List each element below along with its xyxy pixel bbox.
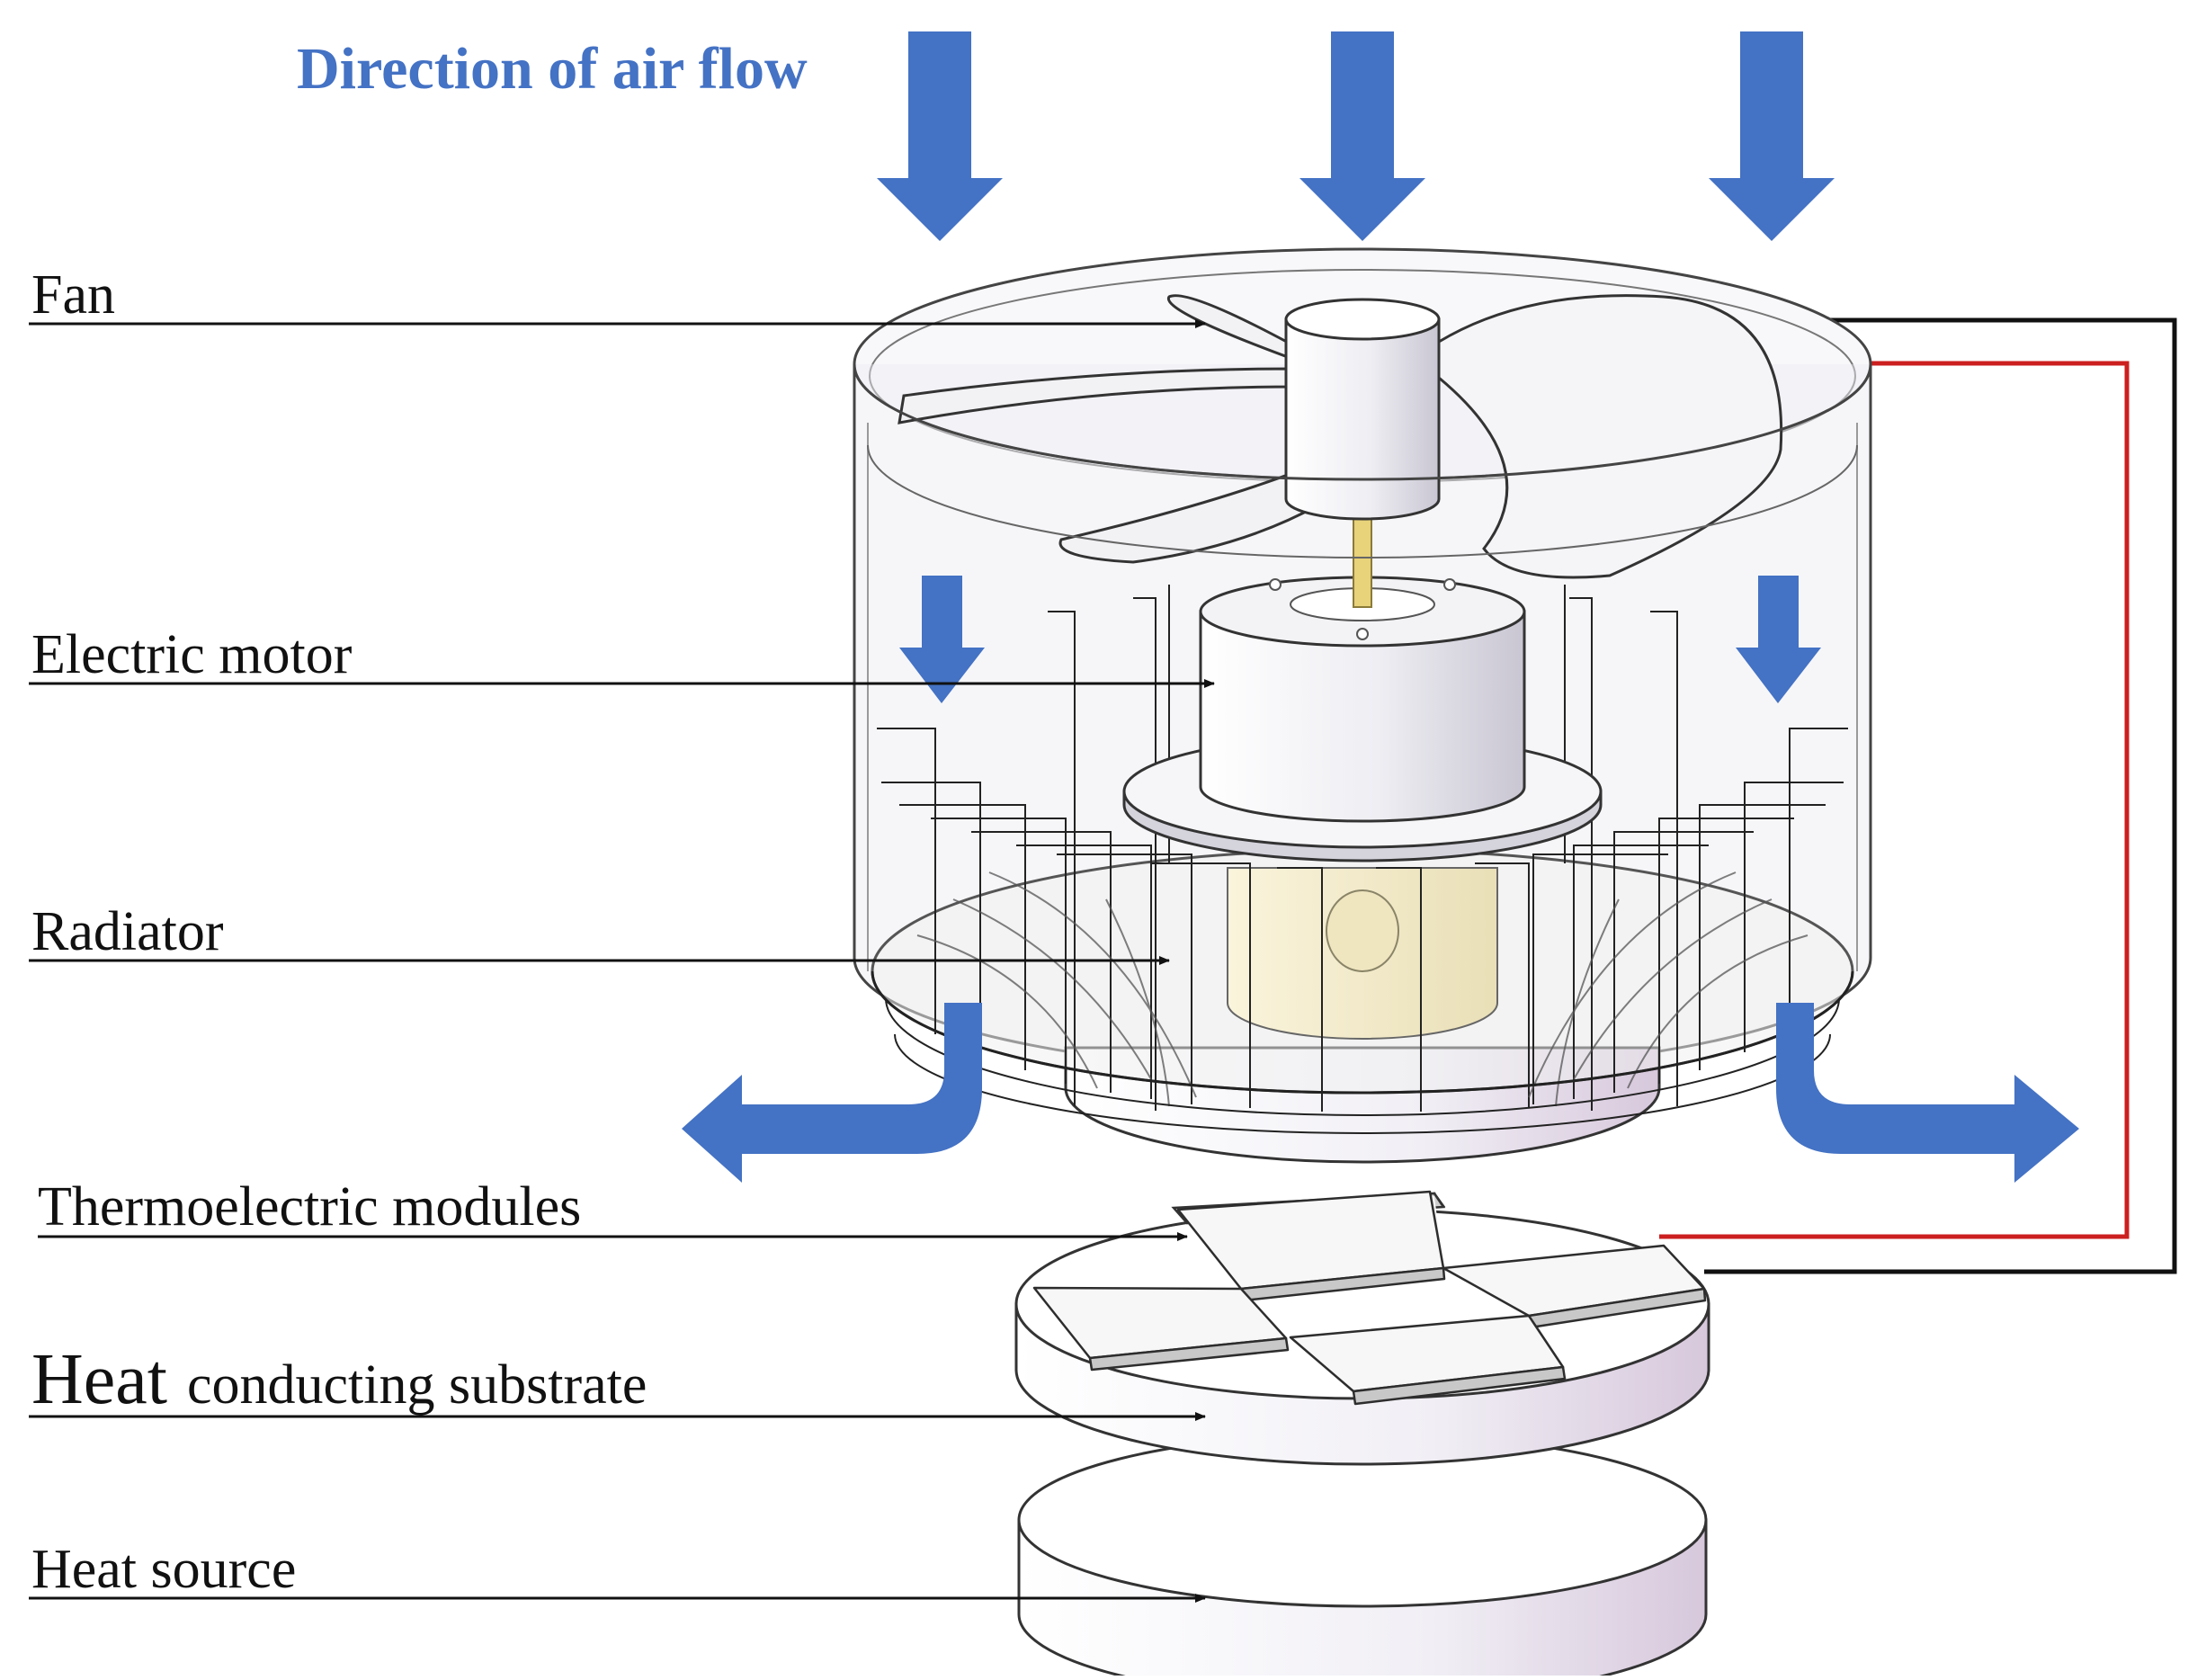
label-radiator: Radiator [31, 901, 224, 962]
radiator [871, 585, 1854, 1134]
label-thermoelectric-modules: Thermoelectric modules [38, 1176, 581, 1238]
te-module-d-edge [1352, 1365, 1567, 1406]
down-arrow-icon [899, 576, 985, 703]
te-module-grid [1032, 1190, 1707, 1406]
leader-lines [29, 319, 1215, 1603]
fan-hub [1284, 298, 1441, 521]
airflow-title: Direction of air flow [297, 36, 808, 102]
down-arrow-icon [1709, 31, 1835, 241]
bent-arrow-icon [682, 1003, 982, 1183]
te-module-c-edge [1088, 1336, 1290, 1372]
fan-housing-front-rim [853, 363, 1872, 481]
label-heat-source: Heat source [31, 1539, 296, 1600]
fan-blade-right [1437, 294, 1783, 579]
label-conducting-substrate: conducting substrate [187, 1354, 647, 1416]
label-heat-word: Heat [31, 1340, 167, 1419]
electric-motor [1122, 516, 1603, 862]
wire-positive [1659, 361, 2130, 1239]
radiator-fins [877, 585, 1848, 1112]
down-arrow-icon [1736, 576, 1821, 703]
airflow-arrows-inner [899, 576, 1821, 703]
power-wires [1659, 317, 2177, 1274]
heat-source-disk [1017, 1432, 1708, 1680]
label-fan: Fan [31, 264, 115, 326]
down-arrow-icon [1299, 31, 1425, 241]
label-heat-conducting-substrate: Heat conducting substrate [31, 1340, 647, 1419]
bent-arrow-icon [1776, 1003, 2079, 1183]
wire-negative [1700, 317, 2177, 1274]
fan-blade-left [898, 367, 1297, 424]
component-labels: Fan Electric motor Radiator Thermoelectr… [31, 264, 647, 1600]
down-arrow-icon [877, 31, 1003, 241]
fan-blade-top [1166, 294, 1297, 362]
airflow-arrows-exhaust [682, 1003, 2079, 1183]
airflow-arrows-top [877, 31, 1835, 241]
label-electric-motor: Electric motor [31, 624, 353, 685]
